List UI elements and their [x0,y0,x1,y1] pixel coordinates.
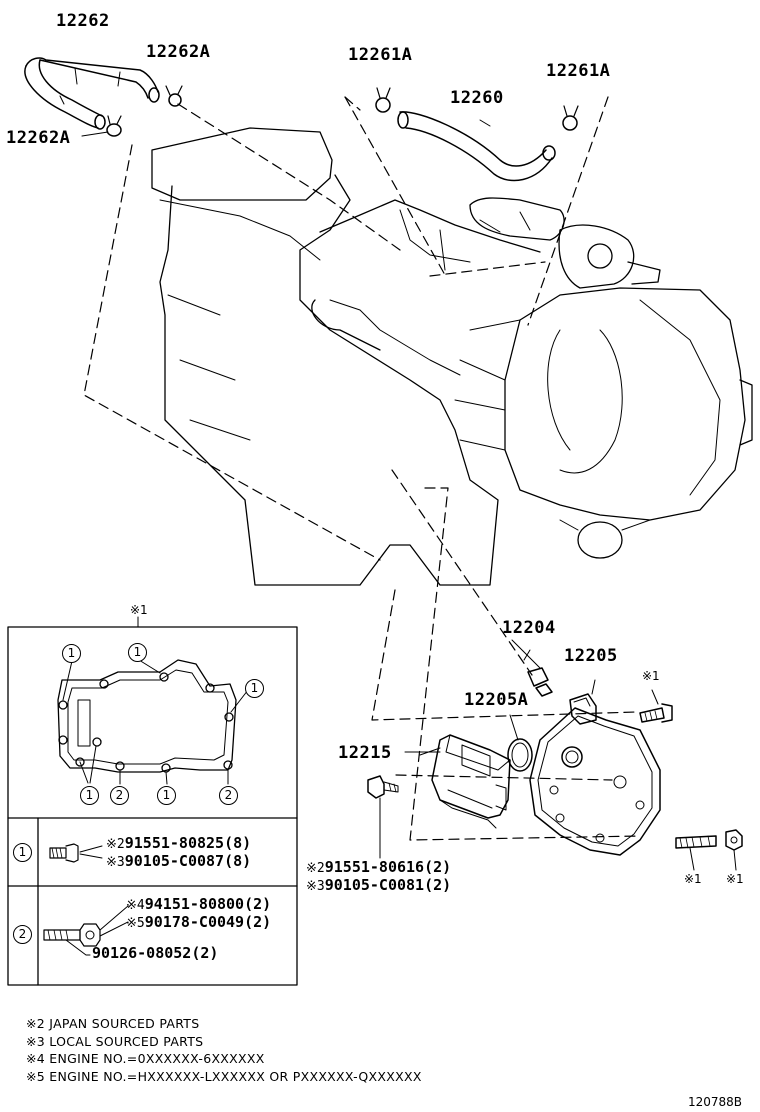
part-label-12262: 12262 [56,11,110,31]
engine-block [151,127,753,586]
footnote-engine-range-1: ※4 ENGINE NO.=0XXXXXX-6XXXXXX [26,1051,265,1066]
hose-12262 [24,57,160,130]
part-label-12205: 12205 [564,646,618,666]
hose-12260 [375,87,579,182]
bolt-part-number-japan: ※291551-80616(2) [306,858,452,876]
nut-right [725,829,743,871]
inset-row-2-part-engine-range-2: ※590178-C0049(2) [126,913,272,931]
footnote-japan: ※2 JAPAN SOURCED PARTS [26,1016,200,1031]
bolt-part-number-local: ※390105-C0081(2) [306,876,452,894]
cover-12205 [529,679,661,856]
part-label-12262a-top: 12262A [146,42,211,62]
inset-row-1-part-local: ※390105-C0087(8) [106,852,252,870]
clip-12262a [106,85,183,137]
marker-star1-stud: ※1 [684,872,702,886]
inset-row-2-part-engine-range-1: ※494151-80800(2) [126,895,272,913]
inset-callout-1: 1 [62,644,81,663]
inset-callout-1: 1 [245,679,264,698]
inset-row-1-key: 1 [13,843,32,862]
part-label-12204: 12204 [502,618,556,638]
gasket-12205a [507,714,533,772]
footnote-engine-range-2: ※5 ENGINE NO.=HXXXXXX-LXXXXXX OR PXXXXXX… [26,1069,422,1084]
leader-lines [83,96,641,841]
inset-row-2-key: 2 [13,925,32,944]
part-label-12261a-right: 12261A [546,61,611,81]
callout-leaders [81,119,491,753]
inset-box [7,616,298,986]
marker-star1-bolt: ※1 [642,669,660,683]
part-label-12261a-left: 12261A [348,45,413,65]
inset-callout-1: 1 [157,786,176,805]
part-label-12262a-left: 12262A [6,128,71,148]
marker-star1-box: ※1 [130,603,148,617]
inset-callout-2: 2 [110,786,129,805]
bolt-right [639,689,673,723]
inset-row-2-part-stud: 90126-08052(2) [92,944,219,962]
part-label-12260: 12260 [450,88,504,108]
marker-star1-nut: ※1 [726,872,744,886]
stud-right [675,835,717,871]
bolt-inset-91551 [367,775,399,859]
inset-callout-1: 1 [128,643,147,662]
part-label-12215: 12215 [338,743,392,763]
footnote-local: ※3 LOCAL SOURCED PARTS [26,1034,204,1049]
inset-callout-2: 2 [219,786,238,805]
housing-12215 [419,734,511,829]
bolt-12204 [511,639,553,697]
part-label-12205a: 12205A [464,690,529,710]
inset-callout-1: 1 [80,786,99,805]
inset-row-1-part-japan: ※291551-80825(8) [106,834,252,852]
illustration-code: 120788B [688,1095,743,1109]
